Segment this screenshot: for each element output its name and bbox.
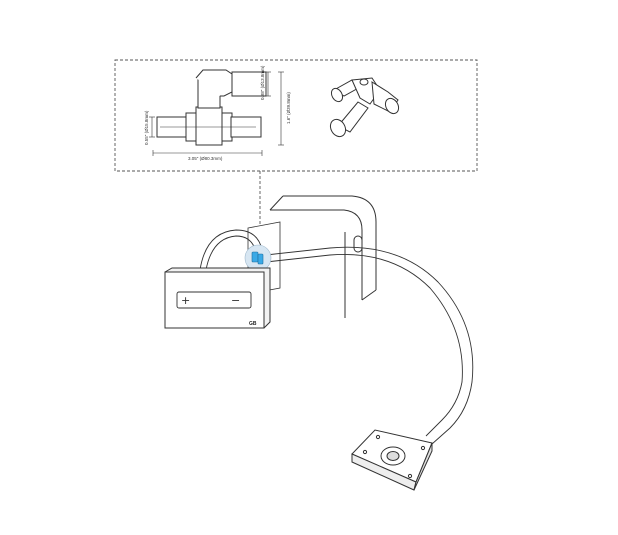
dim-tube-label: 0.55" (Ø15.8mm) <box>144 110 149 145</box>
switch-rocker <box>176 291 252 309</box>
t-fitting-isometric-icon <box>329 77 400 138</box>
dim-height-total-label: 1.6" (Ø39.8mm) <box>286 92 291 124</box>
cabinet-outline <box>269 195 377 318</box>
cabinet-slot <box>353 235 363 253</box>
dim-width-label: 3.05" (Ø80.3mm) <box>188 156 223 161</box>
floor-pad-icon <box>351 429 433 491</box>
detail-box-border <box>114 59 478 172</box>
panel-badge: GB <box>249 321 257 327</box>
dim-height-small-label: 0.88" (Ø13.8mm) <box>260 65 265 100</box>
detail-box: 0.88" (Ø13.8mm) 1.6" (Ø39.8mm) 3.05" (Ø8… <box>114 59 478 240</box>
blue-connector-icon <box>244 244 272 272</box>
t-fitting-front-view-icon <box>156 69 267 146</box>
air-tubing <box>199 229 474 445</box>
minus-symbol: − <box>231 294 240 307</box>
air-switch-panel-icon: + − GB <box>164 267 271 329</box>
dimension-lines <box>149 71 284 156</box>
plus-symbol: + <box>181 294 190 307</box>
